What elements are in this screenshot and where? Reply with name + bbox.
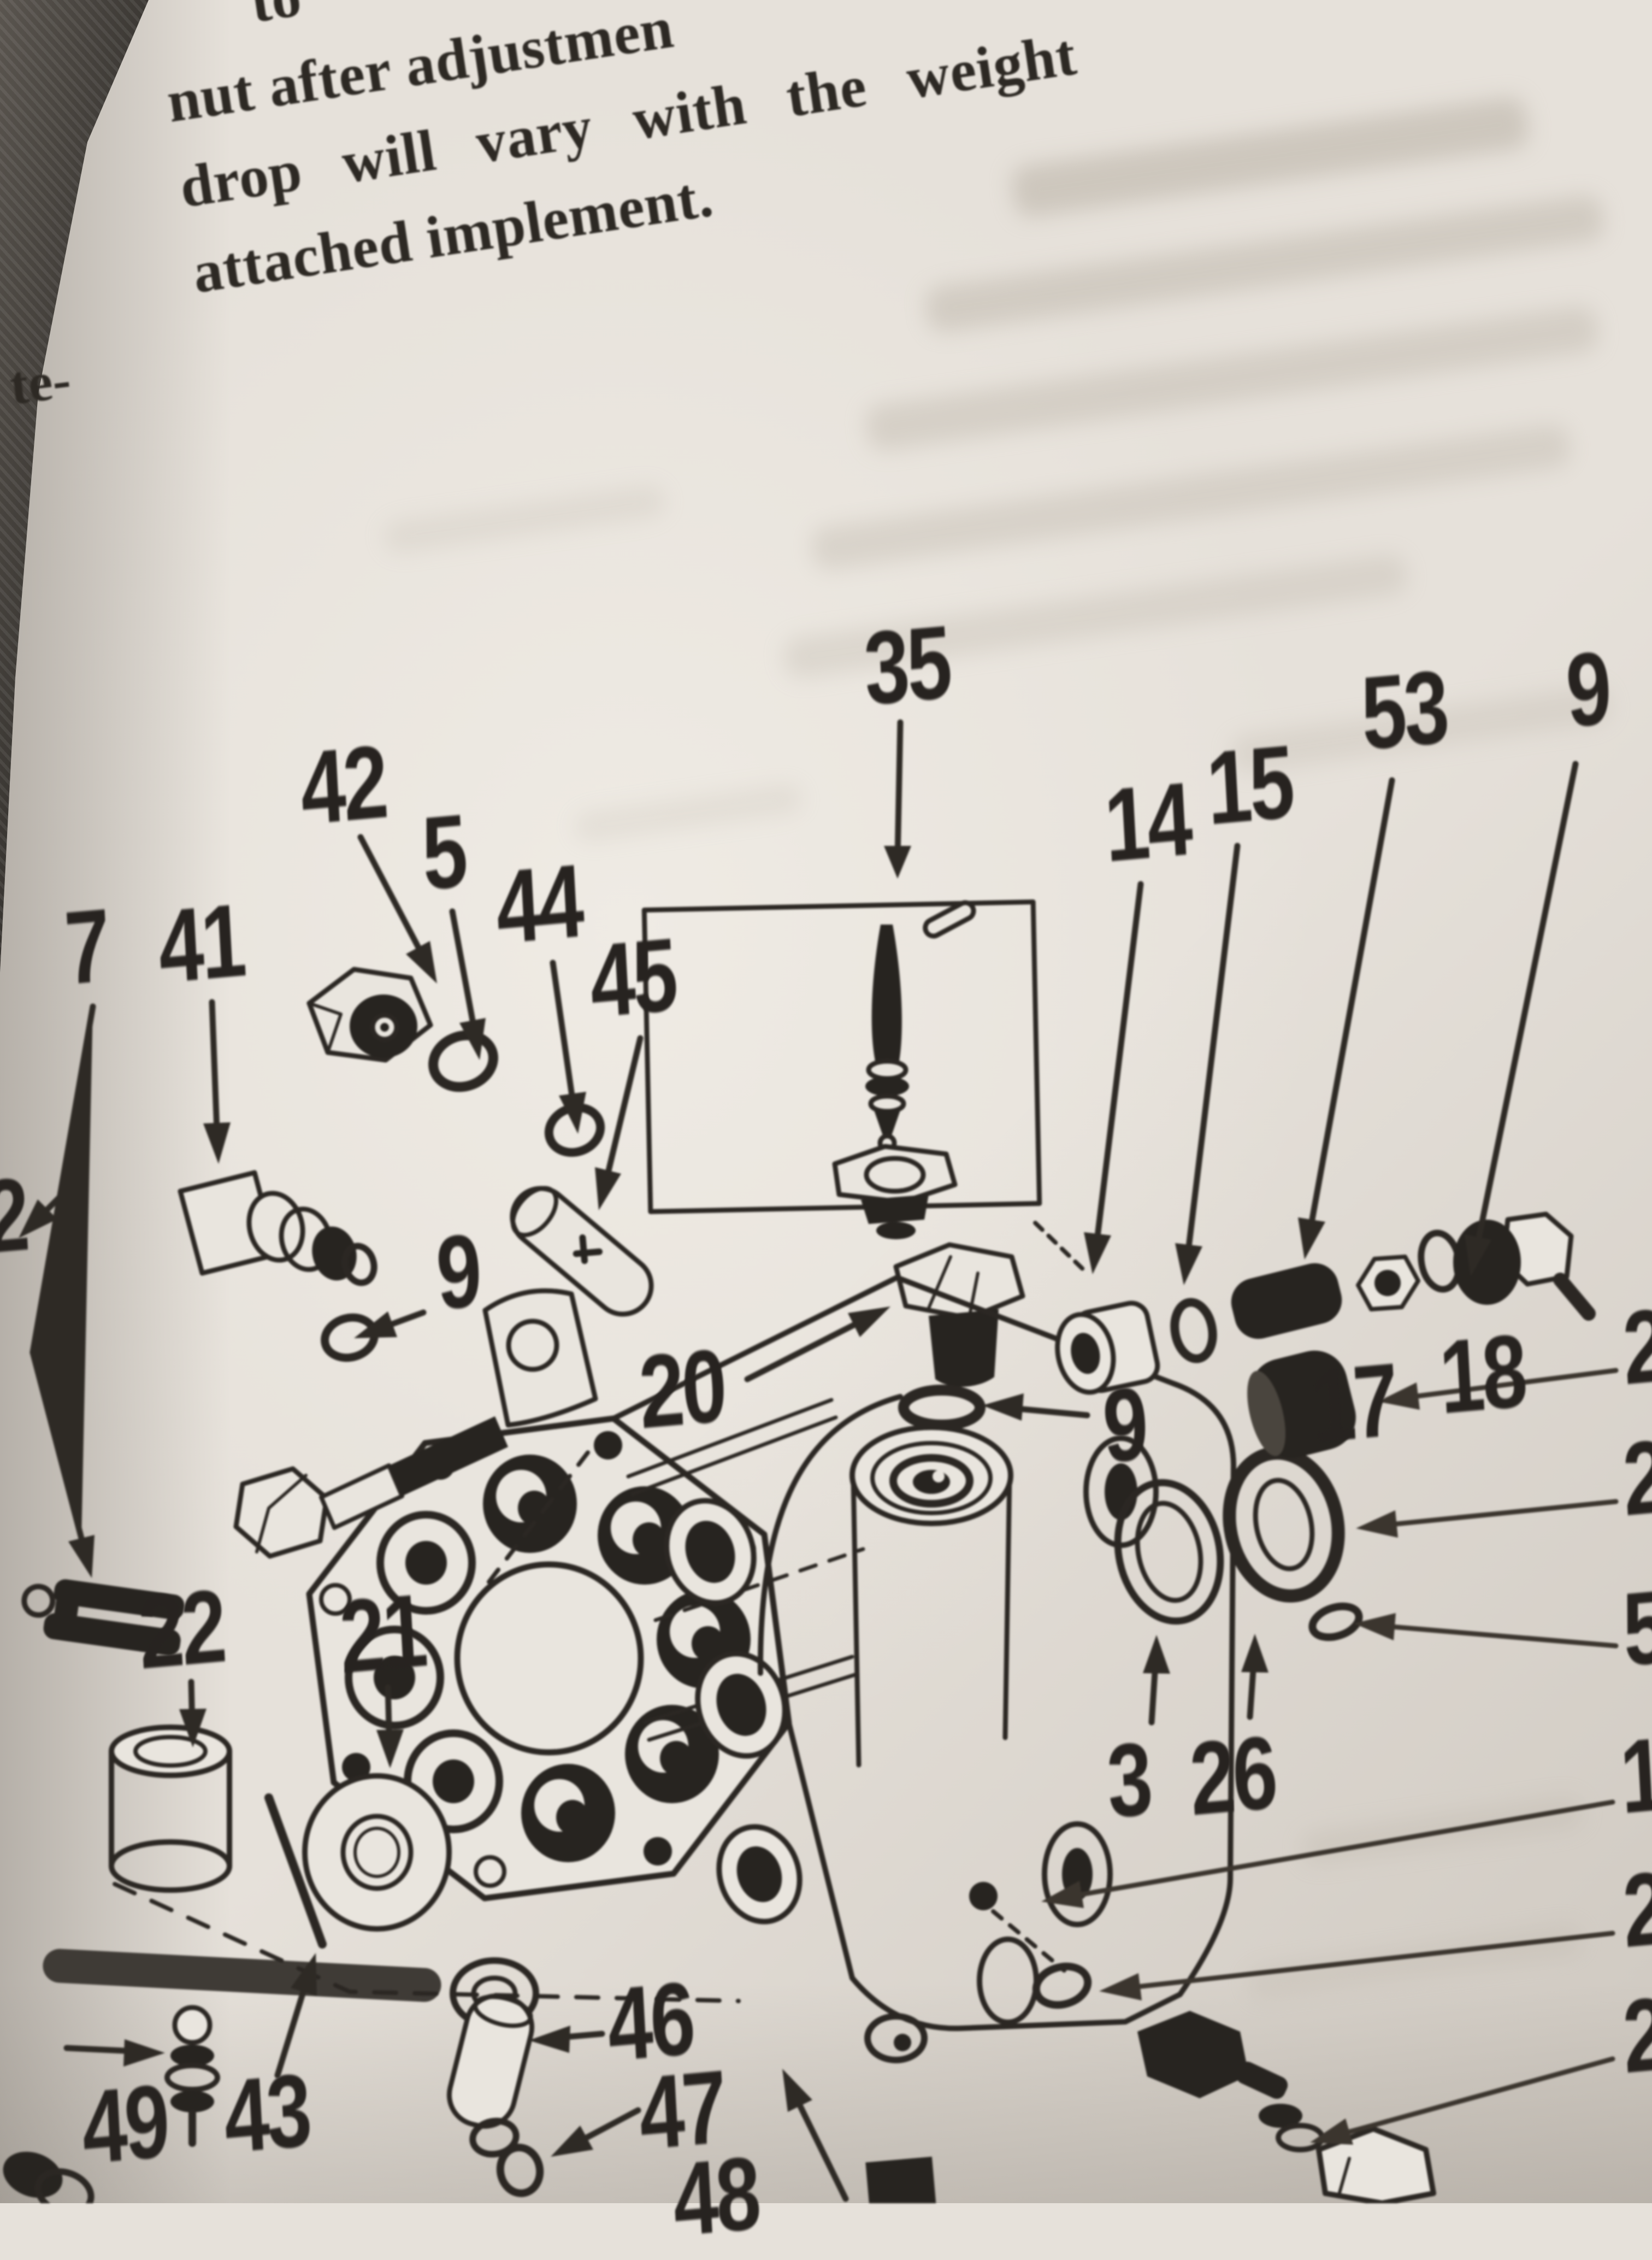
part-label-43: 43 xyxy=(221,2052,312,2175)
inset-box xyxy=(641,899,1042,1214)
part-label-17: 17 xyxy=(1307,1341,1399,1465)
part-label-35: 35 xyxy=(861,604,953,727)
poppet-valve-49 xyxy=(164,2005,220,2147)
leader-arrows xyxy=(19,719,1579,2202)
relief-valve-train xyxy=(1032,1962,1436,2203)
hex-bolt xyxy=(233,1416,508,1559)
dark-sleeve xyxy=(1247,1350,1356,1458)
bottom-stack xyxy=(864,2013,936,2203)
part-label-53: 53 xyxy=(1358,649,1450,772)
part-label-48-partial: 48 xyxy=(670,2135,762,2258)
part-label-7: 7 xyxy=(62,887,111,1007)
part-label-45: 45 xyxy=(587,916,678,1040)
assembly-dashed-lines xyxy=(113,1221,1090,2003)
oring-47 xyxy=(496,2144,544,2197)
part-label-21: 21 xyxy=(337,1572,428,1696)
needle-valve-assembly xyxy=(832,900,976,1239)
rod-and-ring xyxy=(43,1949,539,2029)
part-label-3: 3 xyxy=(1104,1720,1153,1840)
clevis-part xyxy=(21,1579,185,1656)
seal-rings xyxy=(1114,1446,1363,1641)
part-label-49: 49 xyxy=(79,2063,170,2186)
washer-21 xyxy=(302,1773,452,1932)
oring-5 xyxy=(428,1030,498,1092)
part-label-18: 18 xyxy=(1436,1313,1528,1436)
part-label-41: 41 xyxy=(155,882,247,1005)
part-label-right-3: 1 xyxy=(1617,1716,1652,1836)
bushing-22 xyxy=(109,1725,232,1893)
elbow-fitting xyxy=(178,1170,377,1286)
part-label-15: 15 xyxy=(1203,723,1295,847)
part-label-9-top: 9 xyxy=(1563,629,1612,750)
pin-46 xyxy=(446,1993,535,2129)
part-label-14: 14 xyxy=(1101,761,1193,884)
corner-parts xyxy=(3,2151,95,2203)
part-label-44: 44 xyxy=(493,843,585,966)
hex-nut-42 xyxy=(306,967,433,1063)
right-edge-leaders xyxy=(1041,1368,1619,2145)
part-label-42: 42 xyxy=(297,723,389,847)
part-label-9-left: 9 xyxy=(433,1212,482,1332)
part-label-22: 22 xyxy=(135,1568,227,1691)
part-label-9-mid: 9 xyxy=(1100,1365,1149,1485)
oring-46b xyxy=(469,2117,520,2158)
hex-plug-and-oring xyxy=(893,1242,1025,1431)
part-label-5: 5 xyxy=(419,792,468,913)
part-label-20: 20 xyxy=(636,1327,728,1451)
pump-body-drawing xyxy=(306,1275,1236,2032)
small-parts-row xyxy=(1055,1211,1596,1395)
exploded-parts-drawing xyxy=(3,719,1619,2203)
part-label-26: 26 xyxy=(1187,1714,1278,1838)
pin-45 xyxy=(510,1186,654,1317)
pin-43 xyxy=(264,1793,327,1949)
